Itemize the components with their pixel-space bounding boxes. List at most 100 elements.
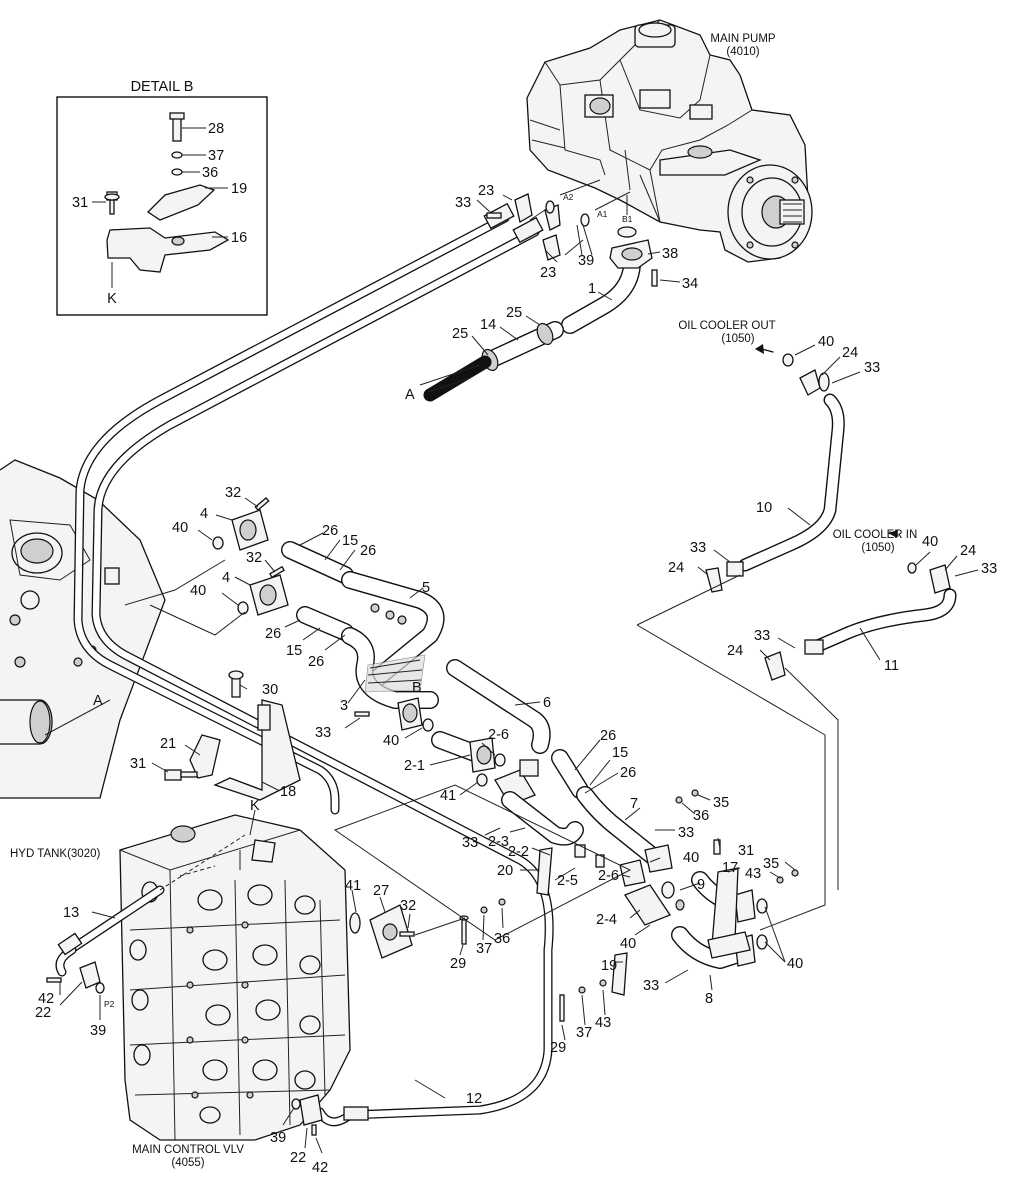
oil-cooler-in-label: OIL COOLER IN xyxy=(833,529,918,541)
callout-42-a: 42 xyxy=(38,991,54,1007)
callout-37-a: 37 xyxy=(576,1025,592,1041)
callout-31-detail: 31 xyxy=(72,195,88,211)
callout-43-b: 43 xyxy=(595,1015,611,1031)
callout-23-a: 23 xyxy=(478,183,494,199)
callout-24-d: 24 xyxy=(727,643,743,659)
callout-labels: 23 33 23 39 38 34 1 25 14 25 A OIL COOLE… xyxy=(35,183,997,1176)
callout-14: 14 xyxy=(480,317,496,333)
oil-cooler-hoses xyxy=(636,344,957,931)
callout-26-e: 26 xyxy=(600,728,616,744)
callout-35-a: 35 xyxy=(713,795,729,811)
main-pump-drawing: MAIN PUMP (4010) A2 A1 B1 xyxy=(526,19,813,263)
callout-33-f: 33 xyxy=(315,725,331,741)
callout-19: 19 xyxy=(601,958,617,974)
callout-38: 38 xyxy=(662,246,678,262)
callout-39-a: 39 xyxy=(578,253,594,269)
callout-13: 13 xyxy=(63,905,79,921)
callout-2-1: 2-1 xyxy=(404,758,425,774)
callout-2-6-a: 2-6 xyxy=(488,727,509,743)
view-b: B xyxy=(412,680,422,696)
callout-26-f: 26 xyxy=(620,765,636,781)
main-pump-label: MAIN PUMP xyxy=(710,33,776,45)
callout-40-d: 40 xyxy=(190,583,206,599)
callout-18: 18 xyxy=(280,784,296,800)
mcv-label: MAIN CONTROL VLV xyxy=(132,1144,244,1156)
callout-4-b: 4 xyxy=(222,570,230,586)
callout-29-b: 29 xyxy=(450,956,466,972)
oil-cooler-out-code: (1050) xyxy=(721,333,754,345)
callout-36-a: 36 xyxy=(693,808,709,824)
callout-2-3: 2-3 xyxy=(488,834,509,850)
callout-42-b: 42 xyxy=(312,1160,328,1176)
detail-b-title: DETAIL B xyxy=(131,79,194,95)
callout-19: 19 xyxy=(231,181,247,197)
callout-41-a: 41 xyxy=(440,788,456,804)
main-pump-code: (4010) xyxy=(726,46,759,58)
callout-40-c: 40 xyxy=(172,520,188,536)
hyd-tank-label: HYD TANK(3020) xyxy=(10,848,100,860)
callout-40-a: 40 xyxy=(818,334,834,350)
callout-37-b: 37 xyxy=(476,941,492,957)
callout-26-c: 26 xyxy=(265,626,281,642)
callout-33-a: 33 xyxy=(455,195,471,211)
callout-24-a: 24 xyxy=(842,345,858,361)
callout-33-i: 33 xyxy=(643,978,659,994)
callout-7: 7 xyxy=(630,796,638,812)
oil-cooler-in-code: (1050) xyxy=(861,542,894,554)
callout-2-2: 2-2 xyxy=(508,844,529,860)
callout-21: 21 xyxy=(160,736,176,752)
callout-9: 9 xyxy=(697,877,705,893)
callout-32-a: 32 xyxy=(225,485,241,501)
callout-32-c: 32 xyxy=(400,898,416,914)
callout-33-e: 33 xyxy=(754,628,770,644)
callout-15-c: 15 xyxy=(612,745,628,761)
callout-24-b: 24 xyxy=(668,560,684,576)
oil-cooler-out-label: OIL COOLER OUT xyxy=(678,320,775,332)
callout-26-a: 26 xyxy=(322,523,338,539)
callout-28: 28 xyxy=(208,121,224,137)
callout-39-c: 39 xyxy=(270,1130,286,1146)
callout-17: 17 xyxy=(722,860,738,876)
callout-32-b: 32 xyxy=(246,550,262,566)
pressure-hoses xyxy=(73,202,554,1127)
callout-4-a: 4 xyxy=(200,506,208,522)
callout-2-5: 2-5 xyxy=(557,873,578,889)
callout-22-b: 22 xyxy=(290,1150,306,1166)
callout-27: 27 xyxy=(373,883,389,899)
callout-15-a: 15 xyxy=(342,533,358,549)
callout-15-b: 15 xyxy=(286,643,302,659)
callout-8: 8 xyxy=(705,991,713,1007)
pump-outlet-flange-parts xyxy=(423,193,658,402)
mcv-code: (4055) xyxy=(171,1157,204,1169)
callout-40-h: 40 xyxy=(787,956,803,972)
callout-26-d: 26 xyxy=(308,654,324,670)
callout-39-b: 39 xyxy=(90,1023,106,1039)
callout-22-a: 22 xyxy=(35,1005,51,1021)
callout-34: 34 xyxy=(682,276,698,292)
callout-30: 30 xyxy=(262,682,278,698)
callout-20: 20 xyxy=(497,863,513,879)
callout-5: 5 xyxy=(422,580,430,596)
detail-bolt-31 xyxy=(104,191,120,215)
detail-clamp xyxy=(146,184,216,221)
main-control-valve-drawing: MAIN CONTROL VLV (4055) P2 xyxy=(104,814,351,1169)
callout-43-a: 43 xyxy=(745,866,761,882)
callout-33-b: 33 xyxy=(864,360,880,376)
callout-16: 16 xyxy=(231,230,247,246)
callout-40-b: 40 xyxy=(922,534,938,550)
callout-40-f: 40 xyxy=(683,850,699,866)
callout-1: 1 xyxy=(588,281,596,297)
callout-31-b: 31 xyxy=(738,843,754,859)
callout-40-e: 40 xyxy=(383,733,399,749)
callout-29-a: 29 xyxy=(550,1040,566,1056)
view-k-valve: K xyxy=(250,798,260,814)
detail-b-inset: DETAIL B K 28 37 36 19 31 16 xyxy=(56,79,268,316)
construction-lines xyxy=(124,559,632,941)
hose-13 xyxy=(55,885,165,977)
callout-36: 36 xyxy=(202,165,218,181)
callout-6: 6 xyxy=(543,695,551,711)
callout-37: 37 xyxy=(208,148,224,164)
callout-11: 11 xyxy=(884,658,899,674)
